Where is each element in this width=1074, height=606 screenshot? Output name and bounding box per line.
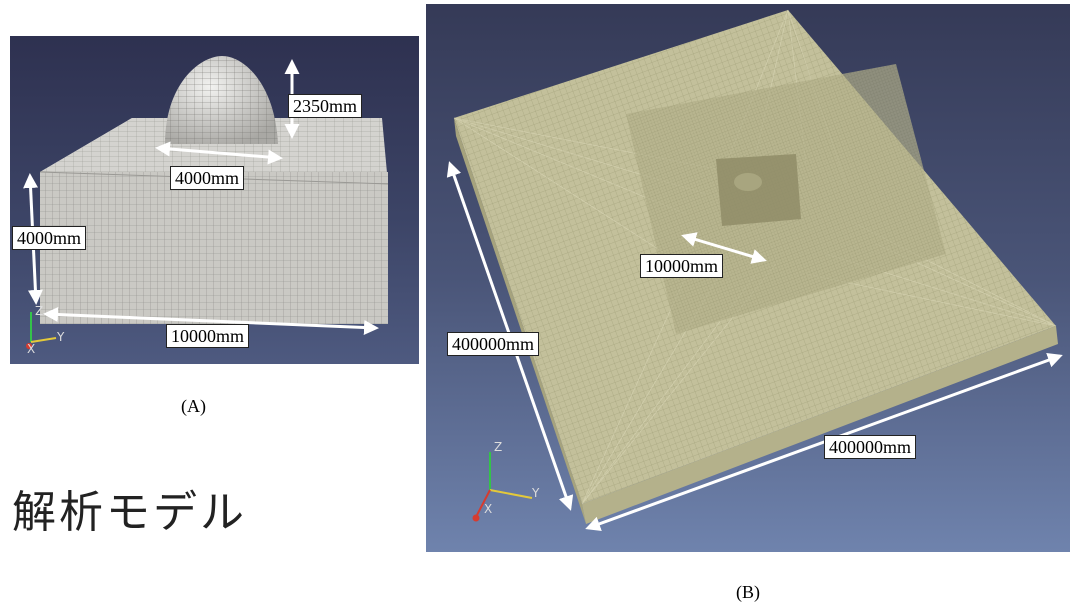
axis-x-label: X — [484, 502, 493, 516]
center-block — [716, 154, 801, 226]
axis-y-line — [489, 489, 533, 499]
block-width-arrow — [43, 307, 379, 335]
axis-y-line — [30, 337, 57, 343]
center-dimension-label: 10000mm — [640, 254, 724, 278]
dome-height-label: 2350mm — [288, 94, 363, 118]
panel-b-mesh-view: Z X Y — [426, 4, 1070, 552]
center-dome — [734, 173, 762, 191]
axis-x-dot — [26, 343, 32, 349]
block-front-face — [40, 172, 388, 324]
block-width-label: 10000mm — [166, 324, 250, 348]
caption-a: (A) — [181, 396, 206, 416]
axis-z-label: Z — [35, 304, 44, 318]
caption-b: (B) — [736, 582, 760, 602]
center-dimension-arrow — [681, 232, 767, 264]
side-right-dimension-label: 400000mm — [824, 435, 917, 459]
dome-diameter-arrow — [155, 141, 283, 165]
axis-y-label: Y — [532, 486, 540, 500]
axis-x-label: X — [27, 342, 36, 356]
axis-y-label: Y — [57, 330, 65, 344]
panel-a-mesh-view: Z X Y — [10, 36, 419, 364]
panel-b-drawing — [446, 9, 1063, 531]
block-height-label: 4000mm — [12, 226, 87, 250]
page-heading: 解析モデル — [12, 487, 247, 538]
side-left-dimension-label: 400000mm — [447, 332, 540, 356]
dome-diameter-label: 4000mm — [170, 166, 245, 190]
axis-x-dot — [472, 514, 480, 522]
axis-z-label: Z — [494, 440, 503, 454]
panel-a-drawing — [23, 56, 389, 349]
